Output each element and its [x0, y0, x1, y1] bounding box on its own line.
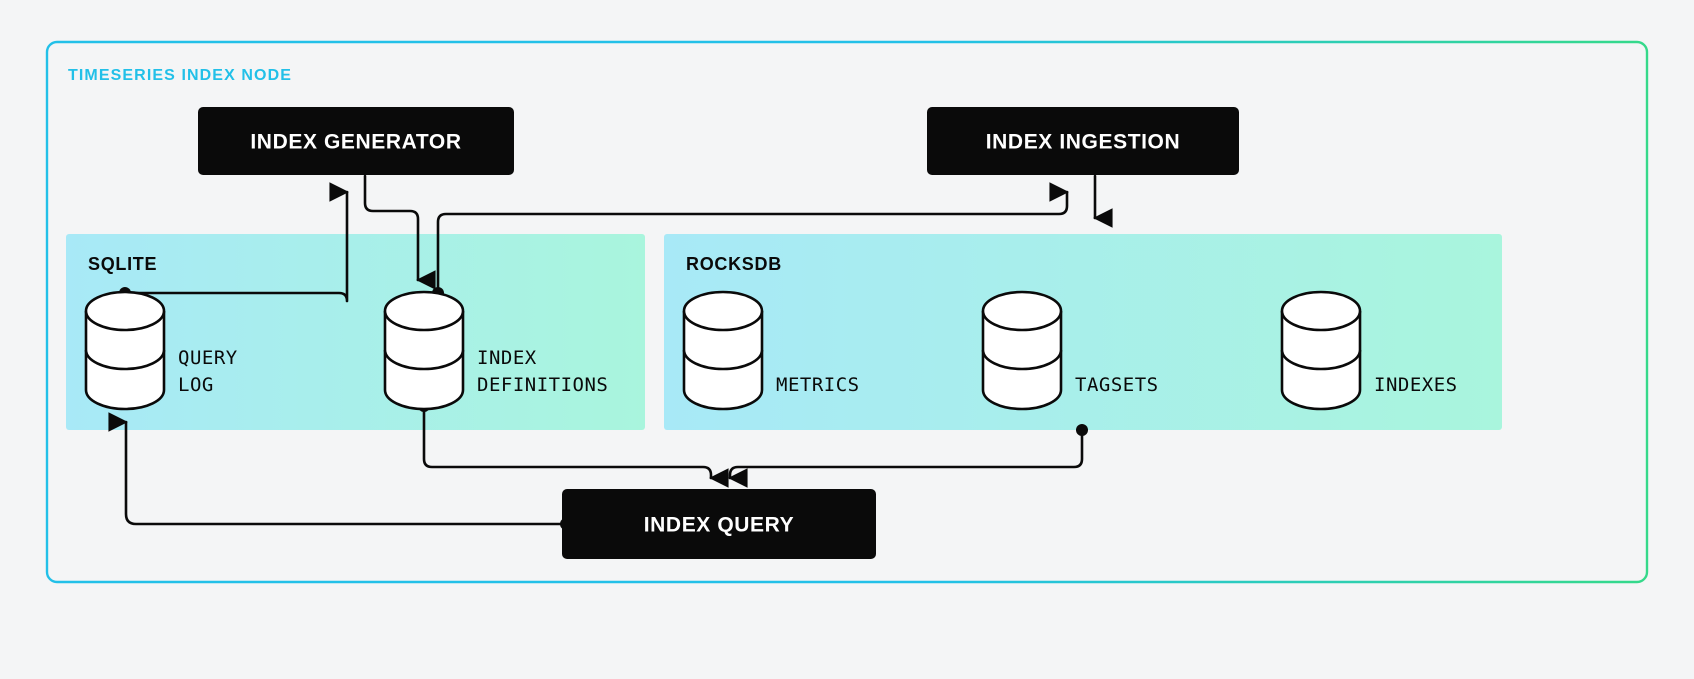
node-index-ingestion[interactable]: INDEX INGESTION — [927, 107, 1239, 175]
store-query-log: QUERY LOG — [84, 290, 238, 411]
group-rocksdb: ROCKSDB — [664, 234, 1502, 430]
store-metrics: METRICS — [682, 290, 860, 411]
store-query-log-label-line-2: LOG — [178, 374, 214, 396]
group-rocksdb-panel — [664, 234, 1502, 430]
node-index-generator-box[interactable] — [198, 107, 514, 175]
store-metrics-label: METRICS — [776, 374, 860, 396]
group-rocksdb-title: ROCKSDB — [686, 254, 782, 274]
node-index-generator[interactable]: INDEX GENERATOR — [198, 107, 514, 175]
group-sqlite: SQLITE — [66, 234, 645, 430]
store-query-log-label-line-1: QUERY — [178, 347, 238, 369]
group-sqlite-panel — [66, 234, 645, 430]
frame-title: TIMESERIES INDEX NODE — [68, 67, 292, 84]
group-sqlite-title: SQLITE — [88, 254, 157, 274]
store-index-definitions-label-line-2: DEFINITIONS — [477, 374, 608, 396]
store-tagsets: TAGSETS — [981, 290, 1159, 411]
store-index-definitions-label-line-1: INDEX — [477, 347, 537, 369]
store-indexes: INDEXES — [1280, 290, 1458, 411]
store-index-definitions: INDEX DEFINITIONS — [383, 290, 608, 411]
node-index-ingestion-label: INDEX INGESTION — [986, 131, 1181, 154]
wire-index-generator-to-index-definitions — [363, 174, 436, 290]
node-index-query[interactable]: INDEX QUERY — [562, 489, 876, 559]
node-index-generator-label: INDEX GENERATOR — [250, 131, 461, 154]
node-index-query-box[interactable] — [562, 489, 876, 559]
wire-tagsets-to-index-query — [728, 424, 1088, 488]
wire-index-query-to-query-log — [108, 412, 572, 530]
store-tagsets-label: TAGSETS — [1075, 374, 1159, 396]
store-indexes-label: INDEXES — [1374, 374, 1458, 396]
node-frame-border — [45, 40, 1649, 584]
node-index-query-label: INDEX QUERY — [644, 514, 795, 537]
node-index-ingestion-box[interactable] — [927, 107, 1239, 175]
wire-origin-dot-tagsets — [1076, 424, 1088, 436]
